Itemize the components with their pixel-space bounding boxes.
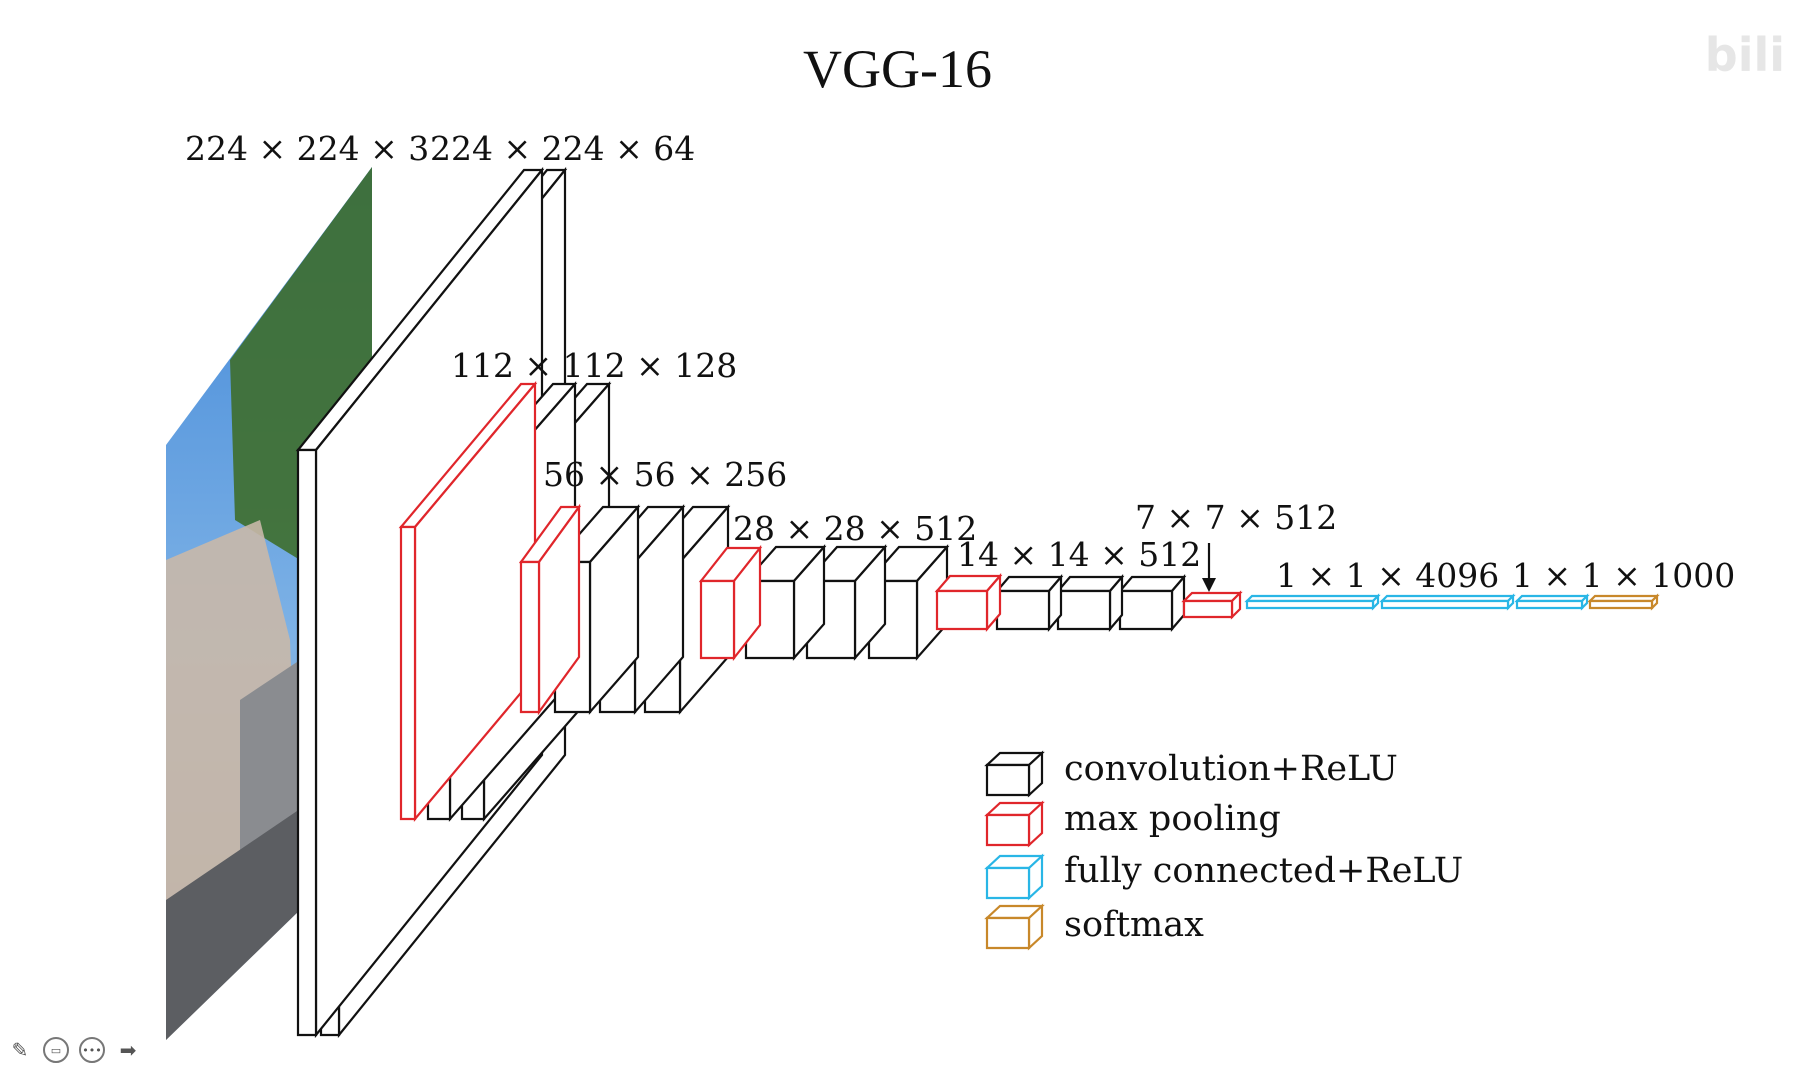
legend-cube-3 (984, 903, 1045, 951)
legend-cube-0 (984, 750, 1045, 798)
fc3 (1514, 593, 1590, 611)
legend-item-pool: max pooling (984, 799, 1281, 848)
network-layers (295, 166, 1660, 1039)
dim-label-softmax: 1 × 1 × 1000 (1512, 556, 1735, 595)
legend-cube-1 (984, 800, 1045, 848)
fc2 (1379, 593, 1516, 611)
legend-swatch-softmax (984, 903, 1045, 951)
pool4 (934, 573, 1003, 632)
legend-label-conv: convolution+ReLU (1064, 749, 1398, 789)
legend-cube-2 (984, 853, 1045, 901)
dim-label-block2: 112 × 112 × 128 (451, 346, 737, 385)
legend-item-conv: convolution+ReLU (984, 749, 1398, 798)
legend-item-softmax: softmax (984, 903, 1204, 951)
screen-icon[interactable]: ▭ (42, 1036, 70, 1064)
legend-swatch-pool (984, 800, 1045, 848)
pen-icon[interactable]: ✎ (11, 1038, 29, 1062)
next-arrow-icon[interactable]: ➡ (119, 1038, 137, 1062)
dim-label-block1: 224 × 224 × 64 (430, 129, 695, 168)
more-icon[interactable]: ••• (78, 1036, 106, 1064)
legend-item-fc: fully connected+ReLU (984, 851, 1463, 901)
legend: convolution+ReLU max pooling fully conne… (984, 749, 1463, 951)
conv5-2 (1055, 574, 1125, 632)
pool2 (518, 503, 582, 716)
dim-label-fc: 1 × 1 × 4096 (1276, 556, 1499, 595)
legend-swatch-conv (984, 750, 1045, 798)
legend-label-softmax: softmax (1064, 905, 1204, 945)
pointer-arrow (1202, 543, 1216, 592)
dim-label-block5: 14 × 14 × 512 (957, 535, 1201, 574)
legend-label-fc: fully connected+ReLU (1064, 851, 1463, 891)
dim-label-input: 224 × 224 × 3 (185, 129, 429, 168)
dim-label-pool5: 7 × 7 × 512 (1135, 498, 1337, 537)
pool3 (698, 544, 763, 662)
diagram-title: VGG-16 (803, 39, 992, 99)
legend-label-pool: max pooling (1064, 799, 1281, 839)
conv5-1 (994, 574, 1064, 632)
dim-label-block4: 28 × 28 × 512 (733, 509, 977, 548)
conv5-3 (1117, 574, 1187, 632)
presentation-toolbar: ✎ ▭ ••• ➡ (6, 1036, 142, 1064)
site-watermark: bili (1704, 28, 1785, 82)
pool5 (1181, 590, 1243, 620)
dimension-labels: 224 × 224 × 3 224 × 224 × 64 112 × 112 ×… (185, 129, 1735, 595)
dim-label-block3: 56 × 56 × 256 (543, 455, 787, 494)
legend-swatch-fc (984, 853, 1045, 901)
softmax (1587, 593, 1660, 611)
fc1 (1244, 593, 1381, 611)
